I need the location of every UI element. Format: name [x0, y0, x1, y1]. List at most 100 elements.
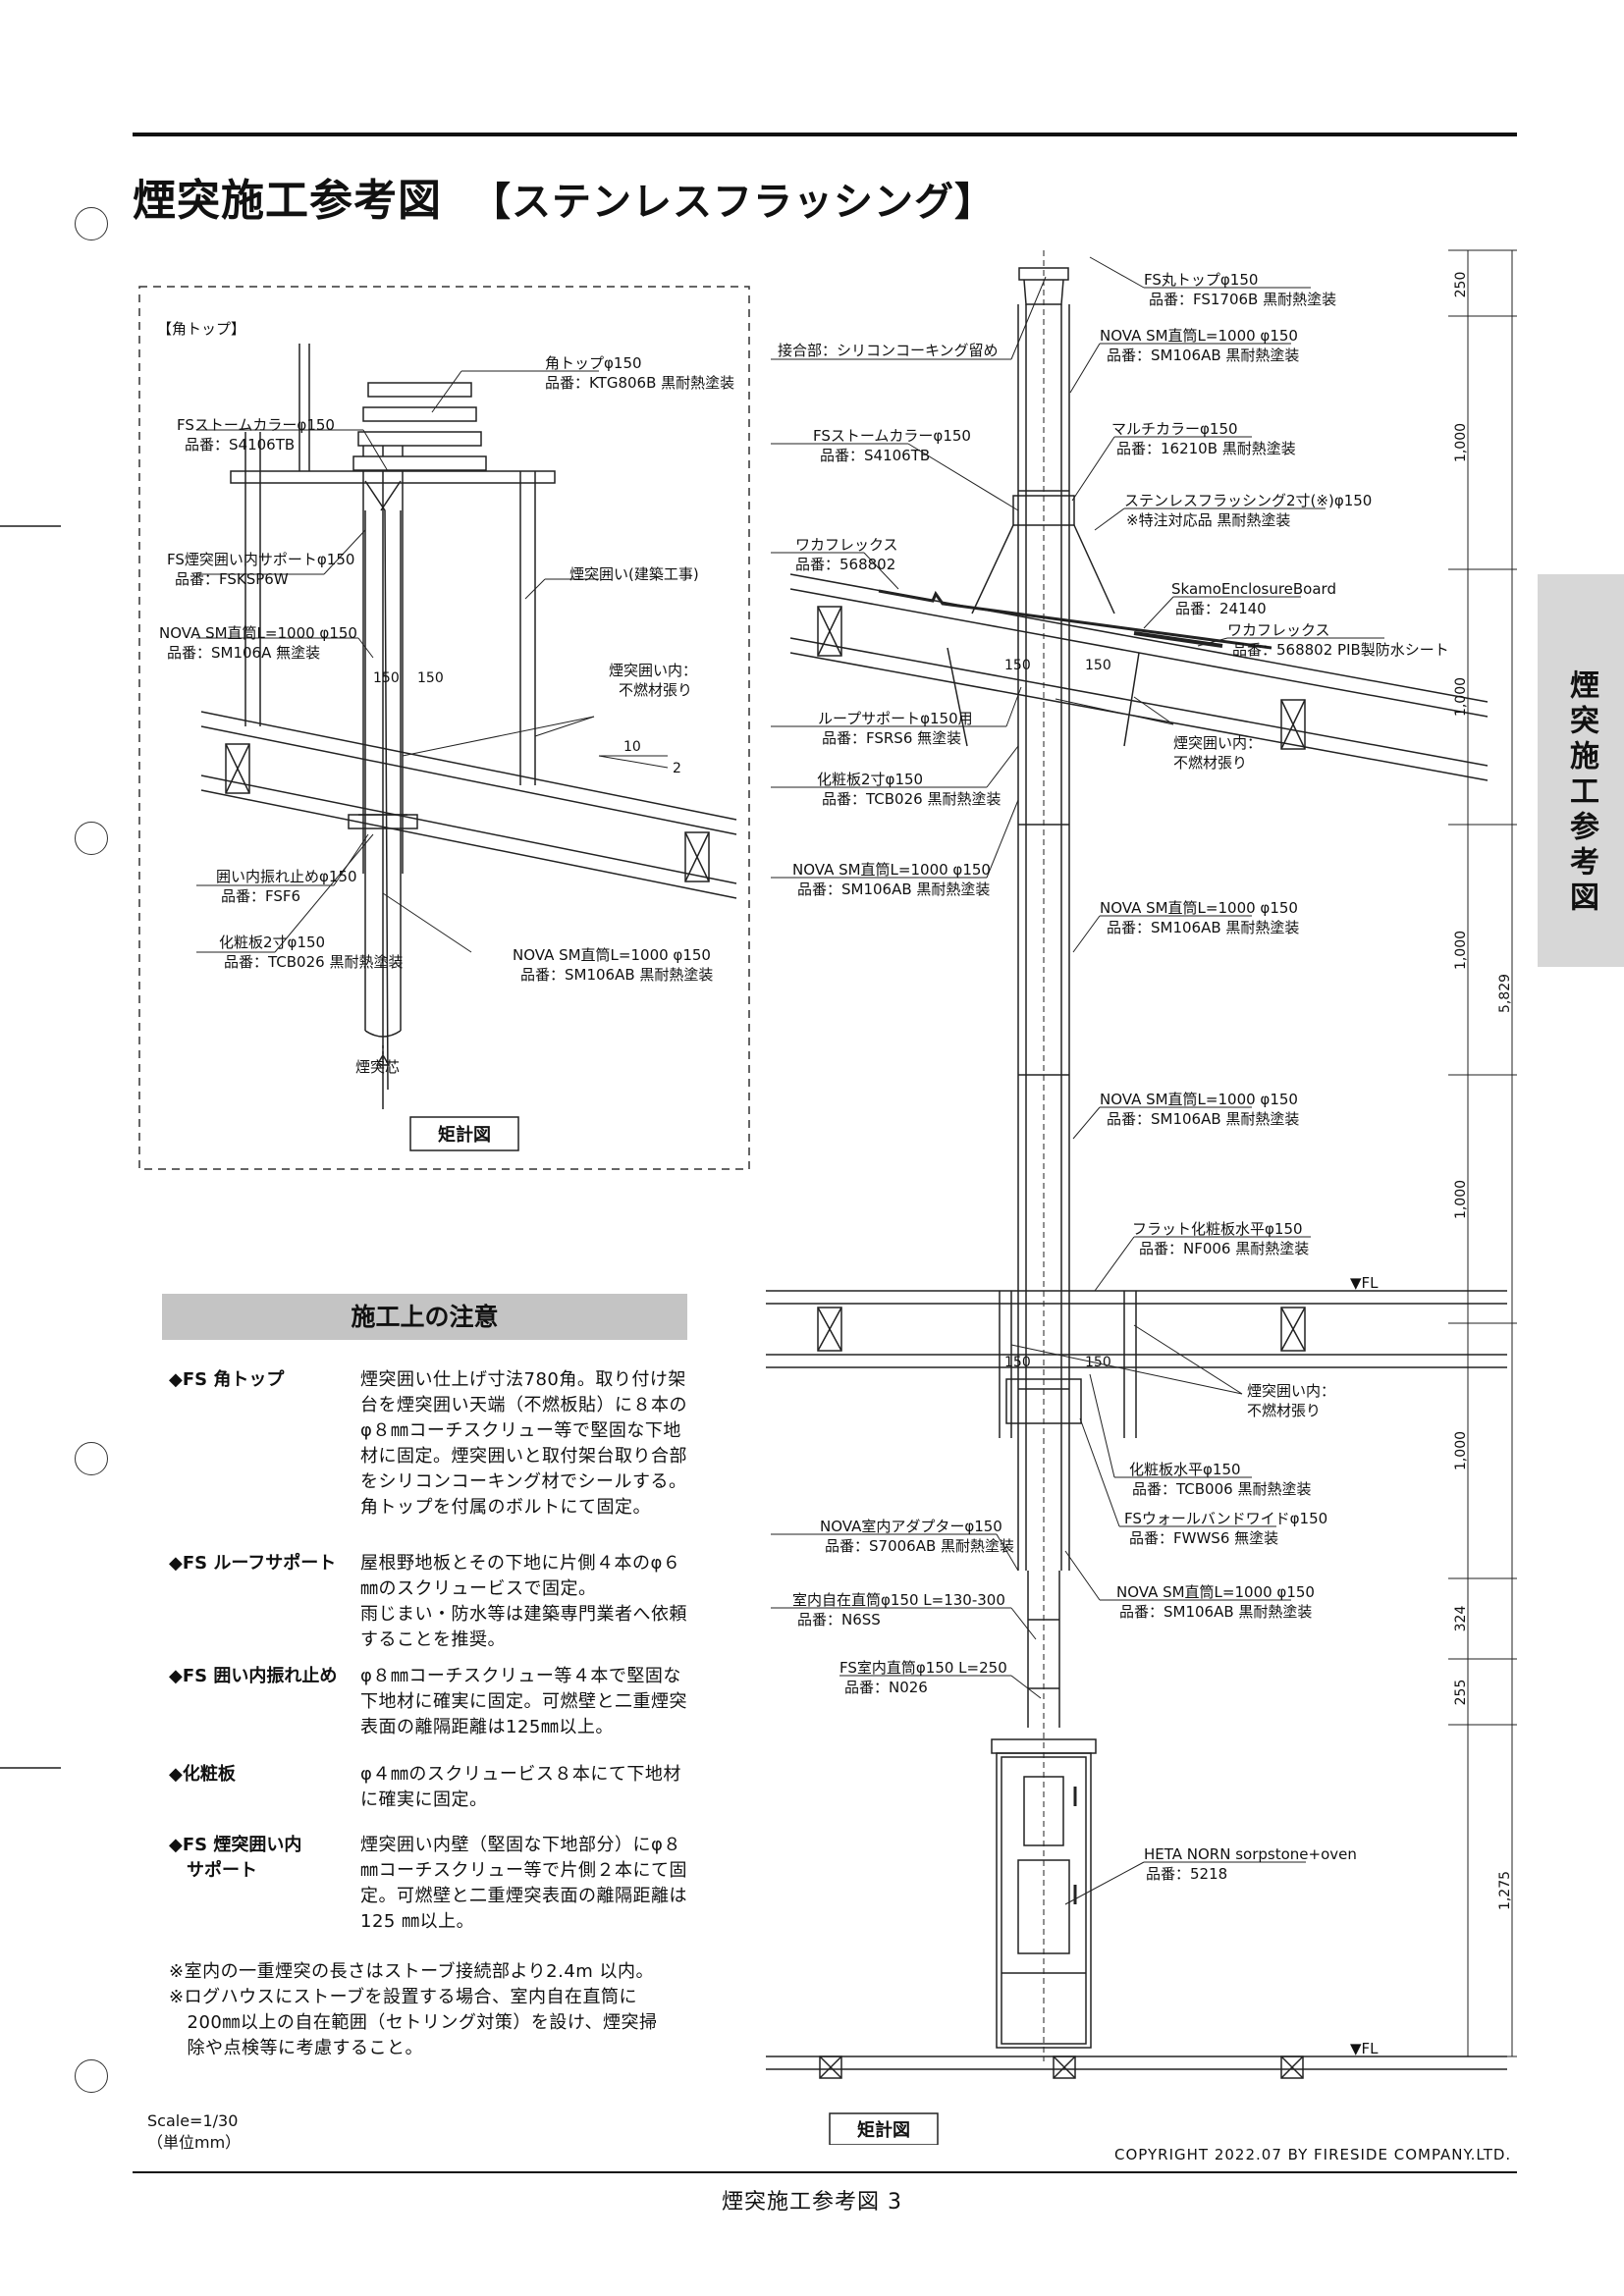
- detail-label-square-top: 角トップφ150: [545, 354, 642, 372]
- binder-hole-2: [75, 822, 108, 855]
- main-label-joint: 接合部：シリコンコーキング留め: [778, 342, 999, 359]
- main-dim-150-b: 150: [1085, 658, 1111, 673]
- main-label-trim-horizontal-part: 品番：TCB006 黒耐熱塗装: [1132, 1480, 1311, 1498]
- main-stove: [991, 1738, 1097, 2049]
- main-label-skamo-part: 品番：24140: [1175, 600, 1267, 617]
- dim-1000-a: 1,000: [1453, 423, 1469, 462]
- main-label-roof-support-part: 品番：FSRS6 無塗装: [822, 729, 961, 747]
- detail-label-inner-support-part: 品番：FSKSP6W: [175, 570, 289, 588]
- dim-324: 324: [1453, 1606, 1469, 1632]
- main-label-flat-trim-part: 品番：NF006 黒耐熱塗装: [1139, 1240, 1309, 1257]
- detail-label-nonflammable: 煙突囲い内：: [609, 662, 697, 679]
- main-roof: [789, 573, 1489, 781]
- main-label-nova-5-part: 品番：SM106AB 黒耐熱塗装: [1119, 1603, 1312, 1621]
- main-label-storm-collar-part: 品番：S4106TB: [820, 447, 930, 464]
- main-label-storm-collar: FSストームカラーφ150: [813, 427, 971, 445]
- note-body: φ４㎜のスクリュービス８本にて下地材に確実に固定。: [360, 1764, 681, 1810]
- detail-slope-mark: 10 2: [598, 739, 681, 776]
- main-label-round-top-part: 品番：FS1706B 黒耐熱塗装: [1149, 291, 1336, 308]
- main-dim-150-d: 150: [1085, 1355, 1111, 1370]
- copyright: COPYRIGHT 2022.07 BY FIRESIDE COMPANY.LT…: [1114, 2146, 1512, 2163]
- main-label-multi-collar: マルチカラーφ150: [1111, 420, 1238, 438]
- main-label-stove: HETA NORN sorpstone+oven: [1144, 1845, 1357, 1863]
- note-head: ◆FS 角トップ: [169, 1369, 285, 1390]
- detail-label-core: 煙突芯: [355, 1058, 400, 1076]
- note-steady-bracket: ◆FS 囲い内振れ止め φ８㎜コーチスクリュー等４本で堅固な下地材に確実に固定。…: [169, 1664, 699, 1742]
- main-leaders: [771, 256, 1384, 1905]
- binder-hole-1: [75, 207, 108, 240]
- detail-box-label: 矩計図: [438, 1124, 491, 1146]
- main-label-adapter: NOVA室内アダプターφ150: [820, 1518, 1002, 1535]
- notes-footnote: ※室内の一重煙突の長さはストーブ接続部より2.4m 以内。 ※ログハウスにストー…: [169, 1961, 658, 2058]
- dim-255: 255: [1453, 1680, 1469, 1706]
- page-footer: 煙突施工参考図 3: [722, 2190, 902, 2215]
- main-label-nova-5: NOVA SM直筒L=1000 φ150: [1116, 1583, 1315, 1601]
- main-dim-150-c: 150: [1004, 1355, 1031, 1370]
- note-inner-support: ◆FS 煙突囲い内 サポート 煙突囲い内壁（堅固な下地部分）にφ８㎜コーチスクリ…: [169, 1833, 699, 1941]
- main-label-wakaflex-2: ワカフレックス: [1227, 621, 1330, 639]
- note-roof-support: ◆FS ルーフサポート 屋根野地板とその下地に片側４本のφ６㎜のスクリュービスで…: [169, 1551, 699, 1659]
- main-label-nonflammable-1: 煙突囲い内：: [1173, 734, 1262, 752]
- binder-hole-4: [75, 2059, 108, 2093]
- detail-flue-pipe: [348, 510, 418, 1066]
- main-label-pipe-250-part: 品番：N026: [844, 1679, 928, 1696]
- main-upper-floor: [766, 1290, 1507, 1438]
- main-label-skamo: SkamoEnclosureBoard: [1171, 580, 1336, 598]
- detail-label-nova-b-part: 品番：SM106AB 黒耐熱塗装: [520, 966, 713, 984]
- main-label-pipe-250: FS室内直筒φ150 L=250: [839, 1659, 1007, 1677]
- scale-note: Scale=1/30 （単位mm）: [147, 2111, 242, 2152]
- main-label-nova-1: NOVA SM直筒L=1000 φ150: [1100, 327, 1298, 345]
- main-label-flashing-note: ※特注対応品 黒耐熱塗装: [1126, 511, 1290, 529]
- note-head: ◆FS 煙突囲い内 サポート: [169, 1835, 302, 1881]
- main-ground-floor: [766, 2056, 1507, 2079]
- main-dimension-lines: [1448, 249, 1517, 2057]
- main-label-nova-4: NOVA SM直筒L=1000 φ150: [1100, 1091, 1298, 1108]
- main-chimney: [947, 250, 1140, 2061]
- detail-label-storm-collar-part: 品番：S4106TB: [185, 436, 295, 454]
- note-body: 煙突囲い仕上げ寸法780角。取り付け架台を煙突囲い天端（不燃板貼）に８本のφ８㎜…: [360, 1369, 687, 1518]
- fl-upper: ▼FL: [1350, 1274, 1379, 1292]
- detail-label-steady-part: 品番：FSF6: [221, 887, 300, 905]
- main-label-wakaflex-1-part: 品番：568802: [795, 556, 895, 573]
- main-label-nonflammable-2b: 不燃材張り: [1247, 1402, 1321, 1419]
- dim-1000-e: 1,000: [1453, 1431, 1469, 1470]
- side-tab-label: 煙突施工参考図: [1564, 669, 1598, 917]
- detail-label-trim-part: 品番：TCB026 黒耐熱塗装: [224, 953, 403, 971]
- main-label-multi-collar-part: 品番：16210B 黒耐熱塗装: [1116, 440, 1296, 457]
- main-label-nova-2-part: 品番：SM106AB 黒耐熱塗装: [797, 881, 990, 898]
- main-label-adapter-part: 品番：S7006AB 黒耐熱塗装: [825, 1537, 1014, 1555]
- detail-dim-150-b: 150: [417, 670, 444, 686]
- dim-1275: 1,275: [1497, 1871, 1513, 1910]
- main-label-adjustable-pipe: 室内自在直筒φ150 L=130-300: [792, 1591, 1005, 1609]
- detail-label-storm-collar: FSストームカラーφ150: [177, 416, 335, 434]
- detail-label-nova-b: NOVA SM直筒L=1000 φ150: [513, 946, 711, 964]
- main-label-nova-3-part: 品番：SM106AB 黒耐熱塗装: [1107, 919, 1299, 936]
- note-square-top: ◆FS 角トップ 煙突囲い仕上げ寸法780角。取り付け架台を煙突囲い天端（不燃板…: [169, 1367, 699, 1534]
- main-label-nonflammable-2: 煙突囲い内：: [1247, 1382, 1335, 1400]
- detail-slope-run: 10: [623, 739, 641, 755]
- detail-label-trim: 化粧板2寸φ150: [219, 934, 325, 951]
- main-drawing: 250 1,000 1,000 1,000 1,000 1,000 324 25…: [766, 249, 1517, 2145]
- detail-frame: [138, 286, 750, 1170]
- bottom-rule: [133, 2171, 1517, 2173]
- margin-mark-2: [0, 1767, 61, 1769]
- detail-slope-rise: 2: [673, 761, 681, 776]
- fl-ground: ▼FL: [1350, 2040, 1379, 2057]
- detail-drawing: 【角トップ】 15: [138, 286, 750, 1170]
- detail-header: 【角トップ】: [157, 320, 245, 338]
- detail-square-top: [352, 382, 487, 1091]
- detail-box: [409, 1116, 519, 1151]
- detail-label-steady: 囲い内振れ止めφ150: [216, 868, 357, 885]
- main-label-wakaflex-1: ワカフレックス: [795, 536, 898, 554]
- detail-label-enclosure: 煙突囲い(建築工事): [569, 565, 699, 583]
- dim-1000-d: 1,000: [1453, 1180, 1469, 1219]
- main-label-flashing: ステンレスフラッシング2寸(※)φ150: [1124, 492, 1372, 509]
- main-label-nonflammable-1b: 不燃材張り: [1173, 754, 1247, 772]
- page-title-text: 煙突施工参考図: [133, 176, 442, 226]
- main-label-nova-1-part: 品番：SM106AB 黒耐熱塗装: [1107, 347, 1299, 364]
- main-label-flat-trim: フラット化粧板水平φ150: [1132, 1220, 1303, 1238]
- main-label-round-top: FS丸トップφ150: [1144, 271, 1258, 289]
- detail-label-nova-a-part: 品番：SM106A 無塗装: [167, 644, 320, 662]
- binder-hole-3: [75, 1442, 108, 1475]
- main-label-wakaflex-2-part: 品番：568802 PIB製防水シート: [1232, 641, 1449, 659]
